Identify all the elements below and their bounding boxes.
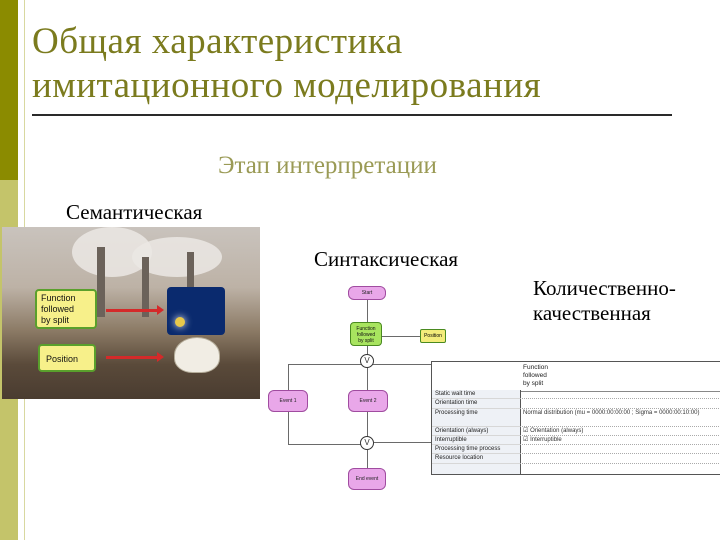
event-1: Event 1 (268, 390, 308, 412)
chimney (142, 257, 149, 317)
spark-icon (175, 317, 185, 327)
label-semantic: Семантическая (66, 200, 202, 225)
slide-subtitle: Этап интерпретации (218, 152, 437, 180)
attribute-name: Orientation (always) (432, 427, 520, 436)
attribute-value (520, 390, 720, 399)
attribute-value: Normal distribution (mu = 0000:00:00:00 … (520, 409, 720, 427)
arrow-right-icon (106, 309, 158, 312)
card-text: followed (41, 304, 91, 315)
attributes-header: Function followed by split (520, 362, 720, 392)
event-2: Event 2 (348, 390, 388, 412)
title-line-1: Общая характеристика (32, 20, 692, 64)
attribute-value: ☑ Orientation (always) (520, 427, 720, 436)
attribute-value (520, 399, 720, 408)
join-connector-icon: V (360, 436, 374, 450)
attribute-values: Normal distribution (mu = 0000:00:00:00 … (520, 390, 720, 474)
attribute-name: Orientation time (432, 399, 520, 408)
factory-photo: Function followed by split Position (2, 227, 260, 399)
header-text: Function (523, 364, 718, 372)
attribute-value (520, 445, 720, 454)
arrow-right-icon (106, 356, 158, 359)
split-connector-icon: V (360, 354, 374, 368)
connector-line (288, 444, 368, 445)
title-underline (32, 114, 672, 116)
connector-line (288, 364, 289, 392)
label-syntactic: Синтаксическая (314, 247, 458, 272)
attribute-name: Resource location (432, 454, 520, 463)
attribute-name: Static wait time (432, 390, 520, 399)
card-text: Function (41, 293, 91, 304)
welder-icon (167, 287, 225, 335)
attribute-value-text: Orientation (always) (530, 428, 583, 434)
header-text: by split (523, 380, 718, 388)
attribute-value (520, 454, 720, 463)
position-node: Position (420, 329, 446, 343)
attribute-name: Processing time process (432, 445, 520, 454)
connector-line (380, 336, 420, 337)
card-text: by split (41, 315, 91, 326)
pigeon-icon (174, 337, 220, 373)
slide-title: Общая характеристика имитационного модел… (32, 20, 692, 108)
title-line-2: имитационного моделирования (32, 64, 692, 108)
attribute-value-text: Interruptible (530, 437, 562, 443)
end-event: End event (348, 468, 386, 490)
start-event: Start (348, 286, 386, 300)
chimney (97, 247, 105, 317)
function-node: Function followed by split (350, 322, 382, 346)
node-text: by split (351, 338, 381, 344)
connector-line (288, 410, 289, 444)
process-diagram: Start Function followed by split Positio… (258, 270, 720, 540)
checkbox-icon[interactable]: ☑ (523, 437, 528, 443)
function-card: Function followed by split (35, 289, 97, 329)
checkbox-icon[interactable]: ☑ (523, 428, 528, 434)
attribute-value: ☑ Interruptible (520, 436, 720, 445)
connector-line (367, 364, 368, 392)
attribute-names: Static wait time Orientation time Proces… (432, 390, 521, 474)
attribute-name: Interruptible (432, 436, 520, 445)
attributes-table: Function followed by split Static wait t… (431, 361, 720, 475)
position-card: Position (38, 344, 96, 372)
header-text: followed (523, 372, 718, 380)
connector-line (374, 442, 434, 443)
card-text: Position (46, 354, 78, 364)
connector-line (367, 450, 368, 468)
accent-bar-top (0, 0, 18, 180)
attribute-name: Processing time (432, 409, 520, 427)
